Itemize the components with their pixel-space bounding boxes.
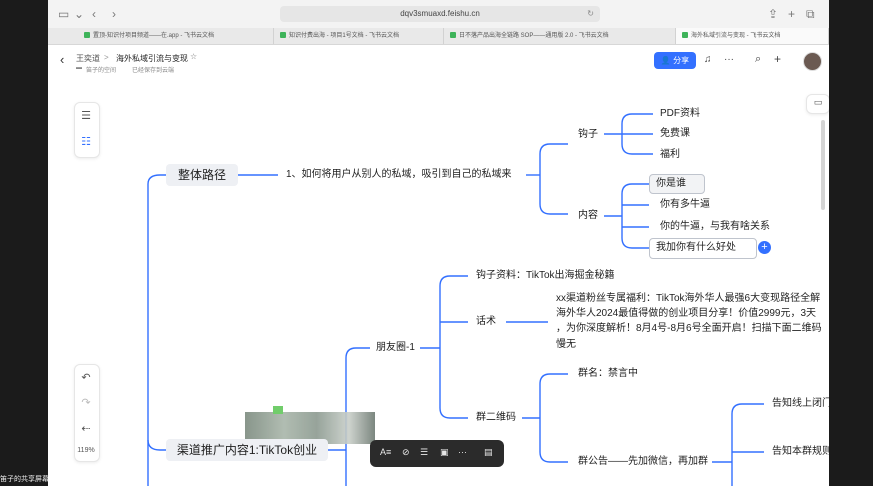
share-icon[interactable]: ⇪: [768, 7, 779, 21]
doc-icon: [280, 32, 286, 39]
node-hook[interactable]: 钩子: [578, 129, 598, 140]
doc-title[interactable]: 海外私域引流与变现: [116, 54, 188, 63]
url-text: dqv3smuaxd.feishu.cn: [400, 9, 480, 18]
share-user-icon: 👤: [660, 56, 674, 65]
fit-icon[interactable]: ⇠: [81, 423, 91, 435]
breadcrumb-parent[interactable]: 王奕道: [76, 54, 100, 63]
node-hook-material[interactable]: 钩子资料：TikTok出海掘金秘籍: [476, 270, 615, 281]
back-icon[interactable]: ‹: [92, 7, 96, 21]
back-arrow-icon[interactable]: ‹: [60, 52, 65, 67]
tab-4-active[interactable]: 海外私域引流与变现 - 飞书云文档: [676, 28, 829, 44]
blurred-region: [245, 406, 375, 444]
node-content[interactable]: 内容: [578, 210, 598, 221]
star-icon[interactable]: ☆: [190, 52, 198, 61]
vertical-scrollbar[interactable]: [821, 120, 825, 210]
add-node-icon[interactable]: +: [758, 241, 771, 254]
branch-private-domain[interactable]: 1、如何将用户从别人的私域，吸引到自己的私域来: [286, 169, 512, 180]
search-icon[interactable]: ⌕: [755, 53, 762, 65]
node-notice-offline[interactable]: 告知线上闭门: [772, 398, 829, 409]
node-group-name[interactable]: 群名：禁言中: [578, 368, 638, 379]
tab-label: 日不落产品出海全链路 SOP——通用版 2.0 - 飞书云文档: [459, 33, 609, 39]
space-name[interactable]: 笛子的空间: [86, 68, 117, 74]
script-text-line[interactable]: 海外华人2024最值得做的创业项目分享！价值2999元，3天: [556, 308, 817, 319]
reload-icon[interactable]: ↻: [587, 9, 594, 18]
mindmap-view-icon[interactable]: ☷: [81, 136, 91, 148]
image-icon[interactable]: ▣: [440, 447, 449, 457]
node-free-course[interactable]: 免费课: [660, 128, 690, 139]
node-moments[interactable]: 朋友圈-1: [376, 342, 415, 353]
script-text-line[interactable]: ，为你深度解析！8月4号-8月6号全面开启！扫描下面二维码: [556, 323, 822, 334]
browser-window: ▭ ⌄ ‹ › dqv3smuaxd.feishu.cn ↻ ⇪ + ⧉ 置顶-…: [48, 0, 829, 486]
breadcrumb-separator: >: [104, 53, 109, 62]
save-status: 已经保存到云端: [132, 68, 175, 74]
tab-strip: 置顶-知识付项目频道——在.app - 飞书云文档 知识付费出海 - 项目1号文…: [48, 28, 829, 45]
topic-channel-promo[interactable]: 渠道推广内容1:TikTok创业: [166, 439, 328, 461]
outline-icon[interactable]: ☰: [81, 110, 91, 122]
share-button[interactable]: 👤 分享: [654, 52, 696, 69]
forward-icon[interactable]: ›: [112, 7, 116, 21]
node-relation[interactable]: 你的牛逼，与我有啥关系: [660, 221, 770, 232]
tab-2[interactable]: 知识付费出海 - 项目1号文档 - 飞书云文档: [274, 28, 444, 44]
add-icon[interactable]: +: [774, 52, 782, 66]
node-notice-rules[interactable]: 告知本群规则: [772, 446, 829, 457]
avatar[interactable]: [803, 52, 822, 71]
share-label: 分享: [673, 56, 690, 65]
node-hover-outline: [649, 238, 757, 259]
tab-1[interactable]: 置顶-知识付项目频道——在.app - 飞书云文档: [78, 28, 274, 44]
comment-panel-button[interactable]: ▭: [806, 94, 829, 114]
node-how-great[interactable]: 你有多牛逼: [660, 199, 710, 210]
node-qrcode[interactable]: 群二维码: [476, 412, 516, 423]
topic-overall-path[interactable]: 整体路径: [166, 164, 238, 186]
address-bar[interactable]: dqv3smuaxd.feishu.cn ↻: [280, 6, 600, 22]
check-icon[interactable]: ⊘: [402, 447, 410, 457]
comment-icon: ▭: [813, 97, 823, 107]
mindmap-connectors: [147, 113, 764, 486]
tab-overview-icon[interactable]: ⧉: [806, 7, 815, 21]
tab-label: 海外私域引流与变现 - 飞书云文档: [691, 33, 781, 39]
bell-icon[interactable]: ♫: [704, 54, 712, 65]
node-script[interactable]: 话术: [476, 316, 496, 327]
more-icon[interactable]: ···: [458, 447, 467, 457]
history-toolbar: ↶ ↷ ⇠ 119%: [74, 364, 100, 462]
tab-label: 知识付费出海 - 项目1号文档 - 飞书云文档: [289, 33, 400, 39]
redo-icon[interactable]: ↷: [81, 397, 91, 409]
browser-toolbar: ▭ ⌄ ‹ › dqv3smuaxd.feishu.cn ↻ ⇪ + ⧉: [48, 0, 829, 28]
script-text-line[interactable]: xx渠道粉丝专属福利：TikTok海外华人最强6大变现路径全解: [556, 293, 821, 304]
script-text-line[interactable]: 慢无: [556, 339, 576, 350]
doc-icon: [450, 32, 456, 39]
screen-share-caption: 笛子的共享屏幕: [0, 476, 49, 483]
blur-highlight: [273, 406, 283, 414]
floating-format-toolbar: A≡ ⊘ ☰ ▣ ··· ▤: [370, 440, 504, 467]
tab-label: 置顶-知识付项目频道——在.app - 飞书云文档: [93, 33, 215, 39]
folder-icon: ▬: [76, 65, 82, 71]
doc-icon: [84, 32, 90, 39]
node-group-notice[interactable]: 群公告——先加微信，再加群: [578, 456, 708, 467]
more-icon[interactable]: ···: [724, 54, 734, 65]
text-style-icon[interactable]: A≡: [380, 447, 392, 457]
node-benefit[interactable]: 福利: [660, 149, 680, 160]
note-icon[interactable]: ☰: [420, 447, 429, 457]
node-who-are-you[interactable]: 你是谁: [656, 178, 686, 189]
sidebar-toggle-icon[interactable]: ▭: [58, 7, 70, 21]
undo-icon[interactable]: ↶: [81, 372, 91, 384]
comment-icon[interactable]: ▤: [484, 447, 493, 457]
node-selected-outline: [649, 174, 705, 194]
zoom-level[interactable]: 119%: [77, 447, 95, 454]
chevron-down-icon[interactable]: ⌄: [74, 7, 85, 21]
doc-header: [48, 45, 829, 77]
tab-3[interactable]: 日不落产品出海全链路 SOP——通用版 2.0 - 飞书云文档: [444, 28, 676, 44]
doc-icon: [682, 32, 688, 39]
new-tab-icon[interactable]: +: [788, 7, 796, 21]
node-pdf[interactable]: PDF资料: [660, 108, 700, 119]
outline-toolbar: ☰ ☷: [74, 102, 100, 158]
node-what-benefit[interactable]: 我加你有什么好处: [656, 242, 736, 253]
